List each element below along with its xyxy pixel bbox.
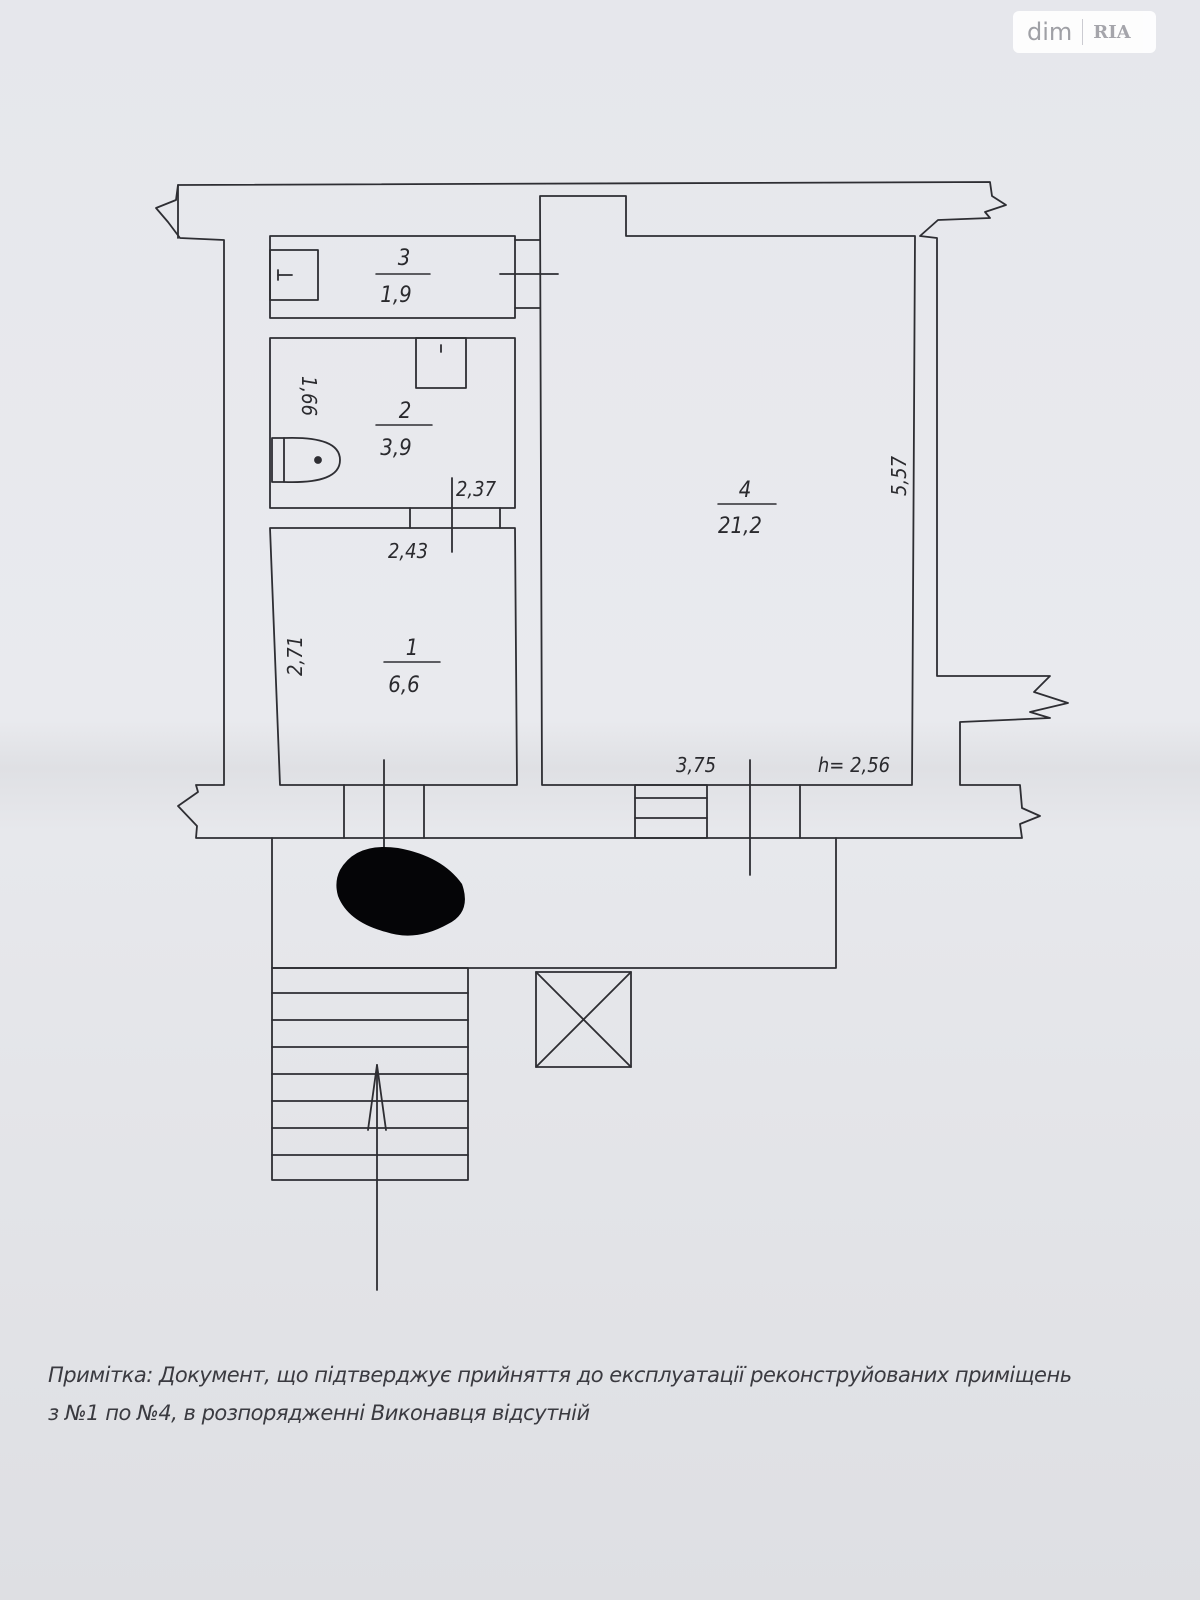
ceiling-height-dim: h= 2,56	[818, 753, 890, 777]
room3-area: 1,9	[380, 283, 411, 308]
room-1	[269, 527, 518, 851]
toilet-icon	[271, 436, 341, 484]
watermark-brand: RIA	[1093, 21, 1131, 43]
window-mark	[634, 784, 708, 839]
room4-area: 21,2	[718, 514, 762, 539]
room2-number: 2	[399, 399, 412, 424]
room4-width-dim: 3,75	[676, 753, 716, 777]
sink-icon	[269, 249, 319, 301]
porch	[271, 837, 837, 969]
outer-walls	[155, 181, 1069, 839]
watermark-site: dim	[1027, 18, 1073, 46]
room2-area: 3,9	[380, 436, 411, 461]
shaft-icon	[535, 971, 632, 1068]
washbasin-icon	[415, 337, 467, 389]
room2-width-dim: 2,37	[456, 477, 497, 501]
dim-ria-watermark: dim RIA	[1013, 11, 1156, 53]
room1-area: 6,6	[388, 673, 419, 698]
room-3	[269, 235, 559, 319]
room3-number: 3	[398, 246, 411, 271]
note-line-1: Примітка: Документ, що підтверджує прийн…	[48, 1363, 1072, 1387]
room1-height-dim: 2,71	[283, 636, 307, 676]
entrance-arrow-icon	[367, 1064, 387, 1291]
plan-note: Примітка: Документ, що підтверджує прийн…	[48, 1356, 1158, 1432]
room1-number: 1	[406, 636, 419, 661]
redaction-blot	[336, 846, 465, 936]
room-4	[539, 195, 916, 876]
watermark-separator	[1082, 19, 1084, 45]
note-line-2: з №1 по №4, в розпорядженні Виконавця ві…	[48, 1401, 590, 1425]
room-2	[269, 337, 516, 553]
stairs	[271, 967, 469, 1181]
room1-width-dim: 2,43	[388, 539, 428, 563]
room4-height-dim: 5,57	[887, 455, 911, 496]
room2-height-dim: 1,66	[297, 376, 321, 416]
room4-number: 4	[739, 478, 752, 503]
